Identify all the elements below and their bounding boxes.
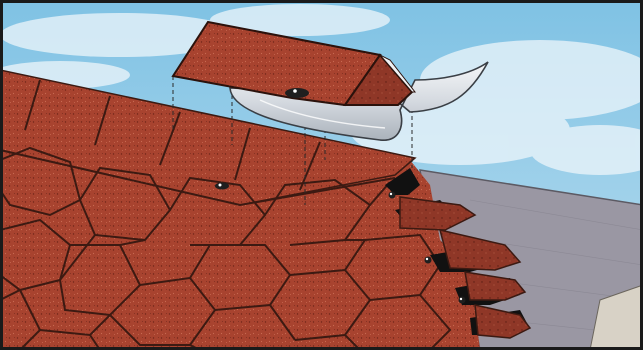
roof-illustration <box>0 0 643 350</box>
